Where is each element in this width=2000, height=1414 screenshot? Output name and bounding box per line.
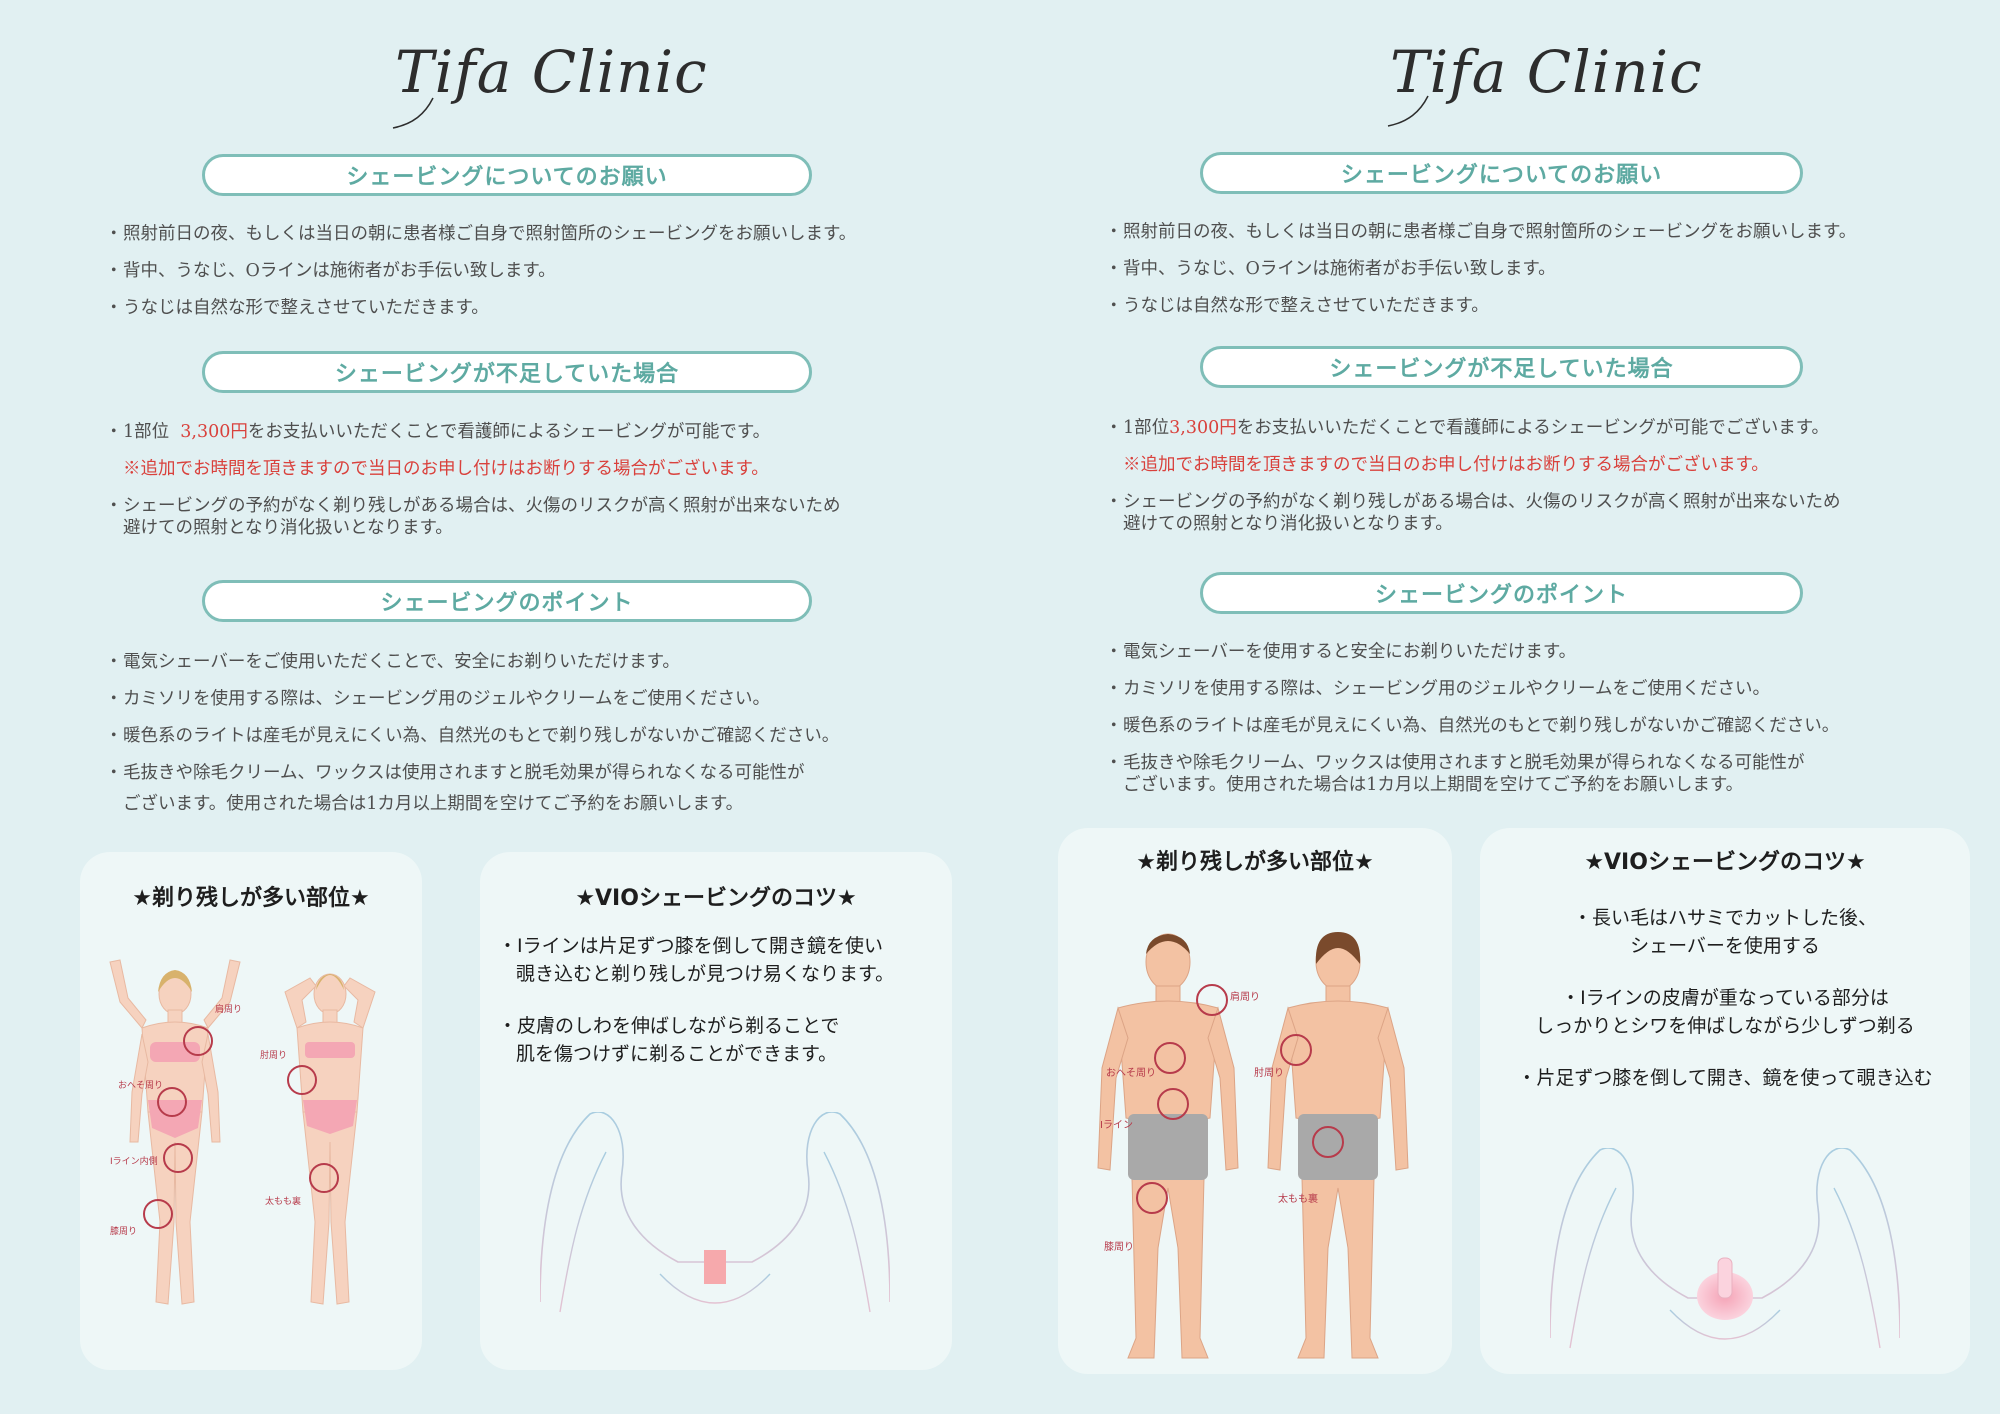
list-item: ・カミソリを使用する際は、シェービング用のジェルやクリームをご使用ください。 — [105, 689, 770, 709]
list-item: ・暖色系のライトは産毛が見えにくい為、自然光のもとで剃り残しがないかご確認くださ… — [1105, 716, 1840, 736]
marker-label: おへそ周り — [1106, 1068, 1156, 1079]
list-item: ・照射前日の夜、もしくは当日の朝に患者様ご自身で照射箇所のシェービングをお願いし… — [105, 224, 857, 244]
card-title: ★剃り残しが多い部位★ — [1136, 850, 1374, 875]
warning-text: ※追加でお時間を頂きますので当日のお申し付けはお断りする場合がございます。 — [1123, 455, 1769, 475]
list-item: ・毛抜きや除毛クリーム、ワックスは使用されますと脱毛効果が得られなくなる可能性が… — [1105, 753, 1805, 795]
shaving-points-list: ・電気シェーバーをご使用いただくことで、安全にお剃りいただけます。 ・カミソリを… — [105, 650, 839, 817]
logo-flourish — [1387, 95, 1429, 127]
marker-label: 太もも裏 — [1278, 1194, 1318, 1205]
list-item: ・うなじは自然な形で整えさせていただきます。 — [105, 298, 489, 318]
right-page: Tifa Clinic シェービングについてのお願い ・照射前日の夜、もしくは当… — [1000, 0, 2000, 1414]
section-title-shaving-points: シェービングのポイント — [1200, 572, 1803, 614]
vio-tips-card: ★VIOシェービングのコツ★ ・Iラインは片足ずつ膝を倒して開き鏡を使い 覗き込… — [480, 852, 952, 1370]
section-title-insufficient-shaving: シェービングが不足していた場合 — [202, 351, 812, 393]
card-title: ★VIOシェービングのコツ★ — [1584, 850, 1866, 875]
list-item: ・カミソリを使用する際は、シェービング用のジェルやクリームをご使用ください。 — [1105, 679, 1770, 699]
warning-text: ※追加でお時間を頂きますので当日のお申し付けはお断りする場合がございます。 — [123, 459, 769, 479]
marker-label: おへそ周り — [118, 1081, 164, 1091]
list-item: ・シェービングの予約がなく剃り残しがある場合は、火傷のリスクが高く照射が出来ない… — [105, 496, 841, 538]
marker-label: 肩周り — [1230, 992, 1260, 1003]
marker-label: 肘周り — [260, 1051, 288, 1061]
list-item: ・1部位 3,300円をお支払いいただくことで看護師によるシェービングが可能です… — [105, 422, 771, 442]
insufficient-shaving-list: ・1部位 3,300円をお支払いいただくことで看護師によるシェービングが可能です… — [105, 420, 841, 538]
list-item: ・照射前日の夜、もしくは当日の朝に患者様ご自身で照射箇所のシェービングをお願いし… — [1105, 222, 1857, 242]
tip-text: ・長い毛はハサミでカットした後、 シェーバーを使用する ・Iラインの皮膚が重なっ… — [1517, 907, 1933, 1089]
section-title-shaving-request: シェービングについてのお願い — [1200, 152, 1803, 194]
marker-label: 肘周り — [1254, 1068, 1284, 1079]
marker-label: Iライン — [1100, 1120, 1133, 1131]
card-title: ★VIOシェービングのコツ★ — [575, 886, 857, 911]
list-item: ・電気シェーバーをご使用いただくことで、安全にお剃りいただけます。 — [105, 652, 680, 672]
vio-diagram — [540, 1112, 890, 1313]
list-item: ・毛抜きや除毛クリーム、ワックスは使用されますと脱毛効果が得られなくなる可能性が… — [105, 763, 805, 814]
list-item: ・電気シェーバーを使用すると安全にお剃りいただけます。 — [1105, 642, 1577, 662]
shaving-request-list: ・照射前日の夜、もしくは当日の朝に患者様ご自身で照射箇所のシェービングをお願いし… — [1105, 220, 1856, 319]
section-title-insufficient-shaving: シェービングが不足していた場合 — [1200, 346, 1803, 388]
left-page: Tifa Clinic シェービングについてのお願い ・照射前日の夜、もしくは当… — [80, 38, 952, 1370]
list-item: ・うなじは自然な形で整えさせていただきます。 — [1105, 296, 1489, 316]
marker-label: 太もも裏 — [265, 1197, 302, 1207]
male-body-illustration — [1097, 932, 1409, 1359]
missed-areas-card: ★剃り残しが多い部位★ — [1058, 828, 1452, 1374]
shaving-points-list: ・電気シェーバーを使用すると安全にお剃りいただけます。 ・カミソリを使用する際は… — [1105, 640, 1839, 795]
logo-flourish — [392, 97, 434, 129]
vio-diagram — [1550, 1148, 1900, 1349]
vio-tips-card: ★VIOシェービングのコツ★ ・長い毛はハサミでカットした後、 シェーバーを使用… — [1480, 828, 1970, 1374]
list-item: ・背中、うなじ、Oラインは施術者がお手伝い致します。 — [105, 261, 556, 281]
shaving-request-list: ・照射前日の夜、もしくは当日の朝に患者様ご自身で照射箇所のシェービングをお願いし… — [105, 222, 856, 321]
marker-label: Iライン内側 — [110, 1157, 158, 1167]
list-item: ・1部位3,300円をお支払いいただくことで看護師によるシェービングが可能でござ… — [1105, 418, 1829, 438]
marker-label: 膝周り — [110, 1227, 138, 1237]
price-text: 3,300円 — [1169, 418, 1237, 438]
marker-label: 肩周り — [215, 1005, 243, 1015]
card-title: ★剃り残しが多い部位★ — [132, 886, 370, 911]
insufficient-shaving-list: ・1部位3,300円をお支払いいただくことで看護師によるシェービングが可能でござ… — [1105, 416, 1841, 534]
clinic-logo: Tifa Clinic — [395, 38, 708, 106]
price-text: 3,300円 — [180, 422, 248, 442]
section-title-shaving-request: シェービングについてのお願い — [202, 154, 812, 196]
list-item: ・シェービングの予約がなく剃り残しがある場合は、火傷のリスクが高く照射が出来ない… — [1105, 492, 1841, 534]
tip-text: ・Iラインは片足ずつ膝を倒して開き鏡を使い 覗き込むと剃り残しが見つけ易くなりま… — [498, 935, 895, 1065]
list-item: ・暖色系のライトは産毛が見えにくい為、自然光のもとで剃り残しがないかご確認くださ… — [105, 726, 840, 746]
clinic-logo: Tifa Clinic — [1390, 38, 1703, 106]
section-title-shaving-points: シェービングのポイント — [202, 580, 812, 622]
list-item: ・背中、うなじ、Oラインは施術者がお手伝い致します。 — [1105, 259, 1556, 279]
marker-label: 膝周り — [1104, 1242, 1134, 1253]
missed-areas-card: ★剃り残しが多い部位★ — [80, 852, 422, 1370]
female-body-illustration — [109, 959, 376, 1305]
